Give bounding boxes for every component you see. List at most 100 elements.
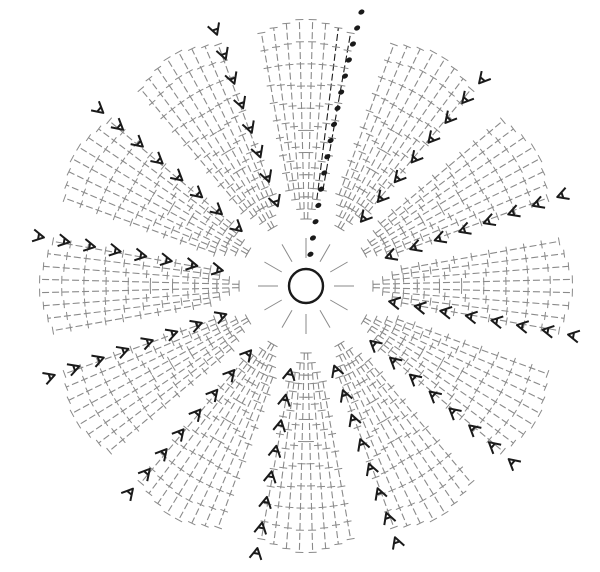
stitch-tick (208, 61, 217, 67)
stitch-tick (257, 31, 266, 35)
increase-v-icon (185, 257, 199, 271)
stitch-tick (163, 510, 171, 516)
stitch-tick (240, 208, 248, 215)
stitch-tick (145, 75, 153, 82)
stitch-tick (129, 218, 134, 227)
stitch-tick (380, 168, 388, 174)
stitch-tick (99, 368, 104, 376)
stitch-tick (435, 304, 438, 314)
stitch-tick (209, 131, 217, 137)
double-crochet-stitch-icon (43, 265, 230, 281)
stitch-tick (441, 510, 449, 516)
stitch-tick (157, 91, 165, 97)
stitch-tick (141, 360, 146, 369)
double-crochet-stitch-icon (369, 328, 524, 435)
stitch-tick (449, 393, 455, 401)
stitch-tick (410, 411, 418, 418)
stitch-tick (401, 349, 407, 357)
stitch-tick (505, 307, 508, 316)
stitch-tick (510, 125, 517, 133)
stitch-tick (290, 125, 299, 128)
increase-v-icon (374, 487, 388, 501)
stitch-tick (212, 415, 220, 421)
stitch-tick (486, 128, 493, 136)
double-crochet-stitch-icon (285, 23, 301, 210)
double-crochet-stitch-icon (396, 318, 548, 375)
stitch-tick (161, 299, 164, 309)
stitch-tick (180, 266, 183, 275)
increase-v-icon (427, 130, 441, 144)
stitch-tick (324, 415, 334, 418)
stitch-tick (406, 454, 414, 460)
stitch-tick (373, 248, 378, 257)
double-crochet-stitch-icon (68, 318, 237, 401)
increase-v-icon (215, 46, 229, 61)
stitch-tick (366, 400, 374, 406)
stitch-tick (495, 351, 500, 360)
stitch-tick (260, 49, 269, 52)
stitch-tick (141, 404, 148, 412)
stitch-tick (85, 309, 88, 318)
stitch-tick (429, 297, 432, 306)
stitch-tick (486, 259, 489, 268)
stitch-tick (419, 69, 427, 74)
stitch-tick (321, 22, 330, 25)
stitch-tick (435, 258, 438, 268)
stitch-tick (64, 181, 69, 189)
double-crochet-stitch-icon (385, 184, 546, 253)
stitch-sectors (31, 19, 581, 561)
stitch-tick (160, 163, 167, 170)
stitch-tick (413, 429, 421, 435)
stitch-tick (206, 108, 215, 113)
stitch-tick (186, 93, 194, 99)
stitch-tick (389, 102, 398, 107)
stitch-tick (51, 237, 55, 246)
stitch-tick (226, 183, 234, 189)
stitch-tick (478, 218, 483, 227)
stitch-tick (217, 127, 225, 133)
stitch-tick (230, 452, 239, 457)
stitch-tick (215, 356, 222, 364)
stitch-tick (46, 314, 49, 323)
stitch-tick (346, 537, 355, 541)
stitch-tick (436, 459, 444, 466)
guide-line (319, 309, 331, 328)
stitch-tick (440, 356, 446, 365)
stitch-tick (238, 198, 246, 205)
stitch-tick (525, 375, 531, 384)
double-crochet-stitch-icon (372, 287, 573, 294)
double-crochet-stitch-icon (375, 171, 544, 254)
stitch-tick (132, 178, 138, 186)
stitch-tick (212, 151, 220, 157)
stitch-tick (128, 186, 133, 195)
stitch-tick (223, 446, 232, 451)
stitch-tick (178, 221, 183, 230)
stitch-tick (208, 224, 214, 232)
stitch-tick (148, 99, 156, 106)
stitch-tick (205, 83, 214, 89)
stitch-tick (508, 368, 513, 376)
stitch-tick (249, 185, 257, 191)
stitch-tick (42, 301, 45, 310)
stitch-tick (384, 337, 390, 345)
stitch-tick (395, 435, 403, 441)
double-crochet-stitch-icon (401, 240, 560, 270)
double-crochet-stitch-icon (358, 355, 464, 494)
stitch-tick (199, 295, 202, 304)
stitch-tick (154, 180, 160, 188)
stitch-tick (209, 265, 212, 274)
stitch-tick (174, 517, 183, 523)
double-crochet-stitch-icon (340, 58, 446, 230)
stitch-tick (285, 63, 294, 66)
stitch-tick (315, 179, 324, 182)
stitch-tick (389, 167, 397, 174)
guide-line (281, 309, 293, 328)
stitch-tick (377, 76, 386, 80)
stitch-tick (528, 363, 533, 372)
stitch-tick (62, 369, 67, 378)
stitch-tick (464, 293, 467, 302)
stitch-tick (340, 66, 349, 70)
stitch-tick (203, 358, 209, 366)
increase-v-icon (224, 71, 238, 85)
stitch-tick (355, 352, 363, 359)
